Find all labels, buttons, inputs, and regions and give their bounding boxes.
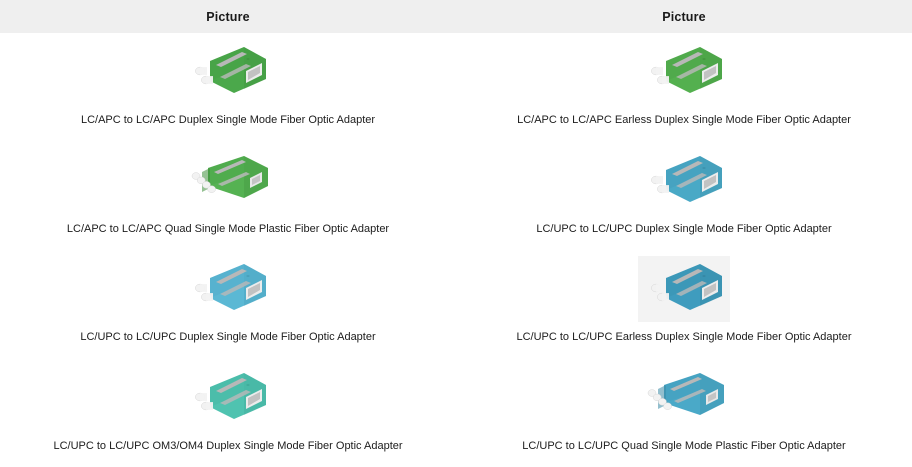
product-caption: LC/UPC to LC/UPC Duplex Single Mode Fibe… (536, 222, 832, 235)
product-cell[interactable]: LC/UPC to LC/UPC Earless Duplex Single M… (456, 250, 912, 359)
table-row: LC/APC to LC/APC Quad Single Mode Plasti… (0, 142, 912, 251)
column-header-picture-right: Picture (456, 0, 912, 33)
product-cell[interactable]: LC/APC to LC/APC Quad Single Mode Plasti… (0, 142, 456, 251)
lc-apc-duplex-adapter-photo (182, 39, 274, 105)
product-cell[interactable]: LC/APC to LC/APC Duplex Single Mode Fibe… (0, 33, 456, 142)
column-header-label: Picture (206, 9, 250, 24)
column-header-label: Picture (662, 9, 706, 24)
product-cell[interactable]: LC/UPC to LC/UPC Duplex Single Mode Fibe… (0, 250, 456, 359)
lc-upc-earless-duplex-adapter-photo (638, 256, 730, 322)
product-cell[interactable]: LC/UPC to LC/UPC Duplex Single Mode Fibe… (456, 142, 912, 251)
column-header-picture-left: Picture (0, 0, 456, 33)
table-body: LC/APC to LC/APC Duplex Single Mode Fibe… (0, 33, 912, 467)
table-row: LC/UPC to LC/UPC Duplex Single Mode Fibe… (0, 250, 912, 359)
lc-apc-quad-adapter-photo (182, 147, 274, 214)
product-cell[interactable]: LC/UPC to LC/UPC OM3/OM4 Duplex Single M… (0, 359, 456, 467)
lc-upc-om3-om4-duplex-adapter-photo (182, 364, 274, 431)
product-caption: LC/UPC to LC/UPC OM3/OM4 Duplex Single M… (53, 439, 403, 452)
lc-apc-earless-duplex-adapter-photo (638, 39, 730, 105)
table-row: LC/APC to LC/APC Duplex Single Mode Fibe… (0, 33, 912, 142)
lc-upc-duplex-adapter-photo-2 (182, 256, 274, 322)
lc-upc-quad-adapter-photo (638, 364, 730, 431)
table-header-row: Picture Picture (0, 0, 912, 33)
product-caption: LC/UPC to LC/UPC Earless Duplex Single M… (516, 331, 852, 343)
lc-upc-duplex-adapter-photo (638, 147, 730, 214)
product-caption: LC/APC to LC/APC Quad Single Mode Plasti… (66, 222, 390, 235)
product-cell[interactable]: LC/UPC to LC/UPC Quad Single Mode Plasti… (456, 359, 912, 467)
product-caption: LC/APC to LC/APC Duplex Single Mode Fibe… (80, 114, 376, 126)
product-cell[interactable]: LC/APC to LC/APC Earless Duplex Single M… (456, 33, 912, 142)
product-caption: LC/APC to LC/APC Earless Duplex Single M… (517, 114, 851, 126)
product-caption: LC/UPC to LC/UPC Quad Single Mode Plasti… (522, 439, 846, 452)
table-row: LC/UPC to LC/UPC OM3/OM4 Duplex Single M… (0, 359, 912, 467)
product-caption: LC/UPC to LC/UPC Duplex Single Mode Fibe… (80, 331, 376, 343)
